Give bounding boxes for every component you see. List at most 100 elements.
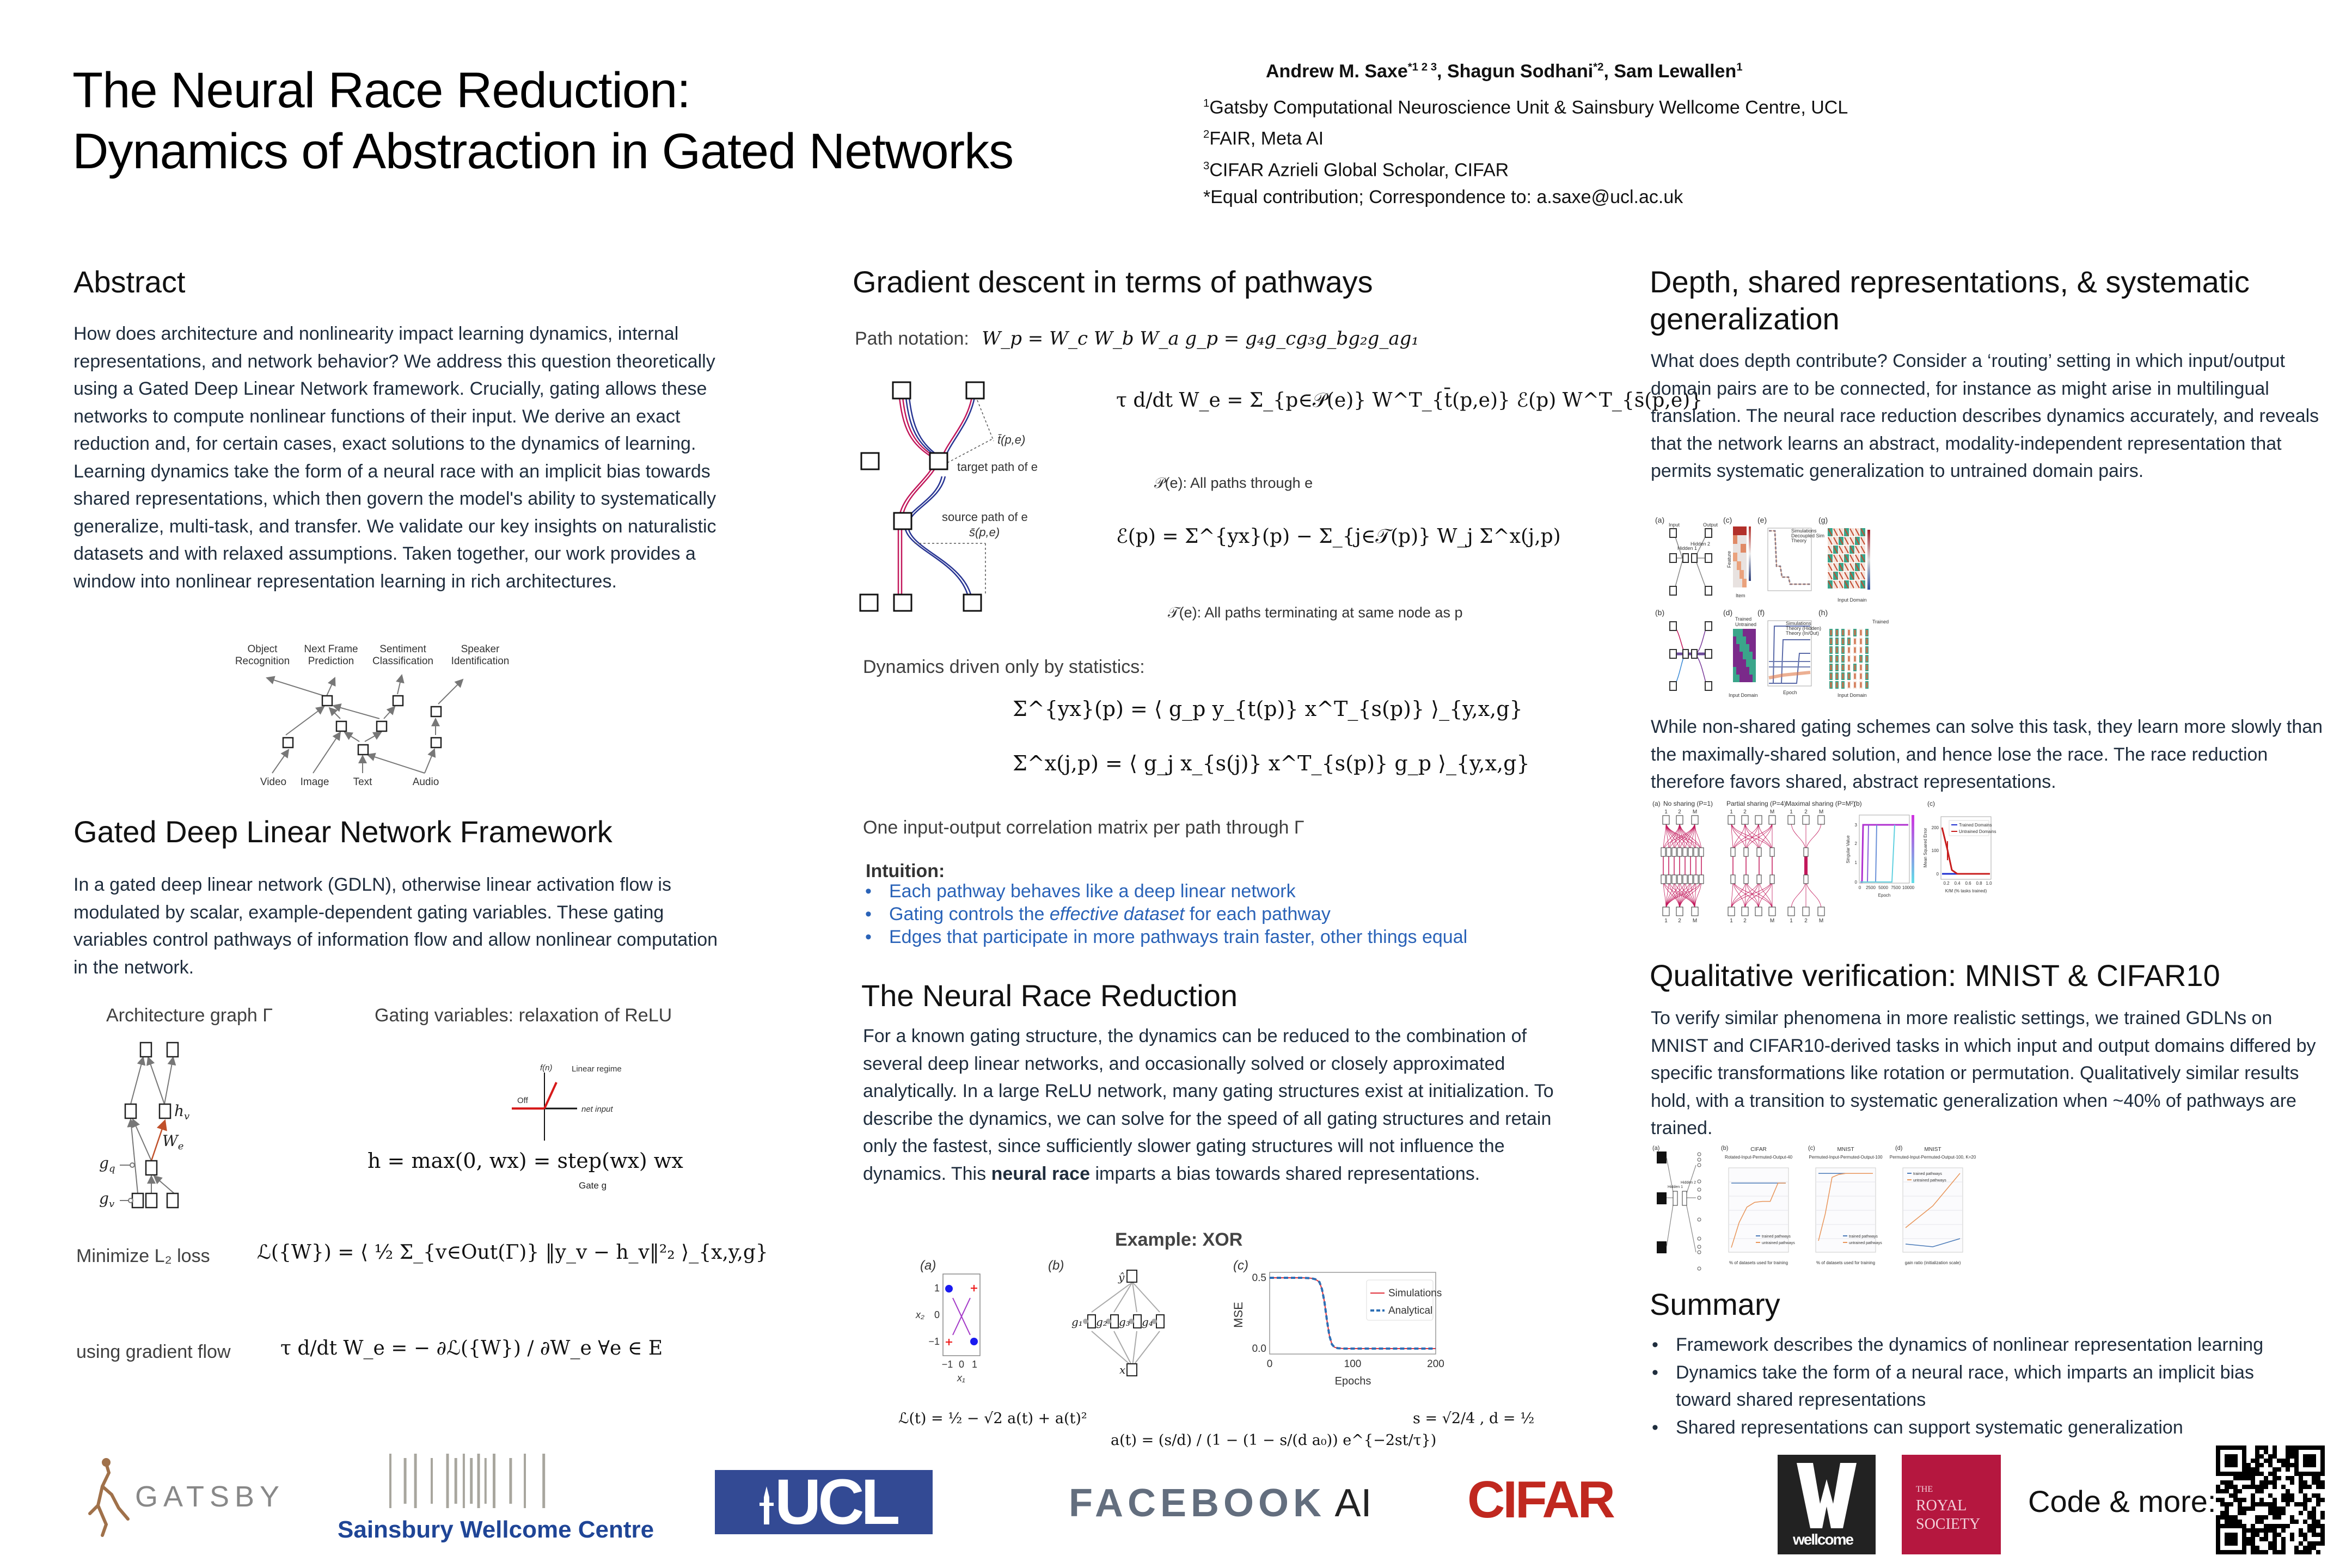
y-axis-label: Mean Squared Error [1923, 828, 1928, 867]
x-tick: 0 [959, 1359, 964, 1370]
matrix-cell [1746, 652, 1749, 659]
matrix-cell [1733, 667, 1736, 675]
matrix-cell [1743, 659, 1746, 667]
matrix-cell [1753, 675, 1756, 682]
network-node [1662, 815, 1670, 825]
x-tick: 0.6 [1965, 881, 1971, 886]
summary-list: Framework describes the dynamics of nonl… [1650, 1331, 2303, 1441]
matrix-cell [1749, 675, 1753, 682]
matrix-cell [1753, 652, 1756, 659]
matrix-cell [1736, 659, 1739, 667]
poster-title: The Neural Race Reduction: Dynamics of A… [72, 60, 1014, 182]
matrix-cell [1746, 629, 1749, 636]
input-label: Video [260, 776, 286, 788]
y-axis-label: x₂ [915, 1309, 924, 1320]
legend-item: Simulations [1786, 621, 1811, 626]
title-line-1: The Neural Race Reduction: [72, 63, 691, 118]
summary-heading: Summary [1650, 1287, 1780, 1321]
graph-node [430, 706, 442, 718]
matrix-cell [1743, 652, 1746, 659]
sharing-title: Partial sharing (P=4) [1726, 800, 1786, 807]
matrix-cell [1743, 636, 1746, 644]
y-tick: 100 [1932, 848, 1939, 853]
x-tick: 0 [1267, 1358, 1273, 1370]
royal-society-logo: THE ROYAL SOCIETY [1902, 1455, 2001, 1554]
network-node [1743, 874, 1749, 884]
network-node [1699, 847, 1704, 857]
author-mark: 1 [1736, 61, 1743, 74]
network-node [1682, 847, 1688, 857]
panel-label: (d) [1895, 1145, 1902, 1152]
gate-label: g₃ [1119, 1315, 1130, 1328]
network-node [1661, 847, 1666, 857]
title-line-2: Dynamics of Abstraction in Gated Network… [72, 124, 1014, 179]
trained-label: Trained [1735, 616, 1751, 622]
matrix-cell [1739, 629, 1743, 636]
correlation-matrix-note: One input-output correlation matrix per … [863, 817, 1304, 838]
network-node [1728, 906, 1735, 916]
y-tick: 0.5 [1252, 1272, 1266, 1284]
input-label: Text [353, 776, 373, 788]
network-node [1730, 847, 1736, 857]
gating-variables-label: Gating variables: relaxation of ReLU [375, 1005, 672, 1026]
network-node [1787, 815, 1795, 825]
panel-subtitle: Permuted-Input-Permuted-Output-100, K=20 [1890, 1155, 1976, 1160]
network-node [1769, 847, 1775, 857]
matrix-cell [1733, 659, 1736, 667]
legend-item: Theory (Hidden) [1786, 626, 1821, 631]
graph-node [376, 720, 388, 732]
graph-node [335, 720, 347, 732]
all-paths-note: 𝒫(e): All paths through e [1154, 475, 1313, 491]
network-node [1803, 847, 1809, 857]
legend-trained: trained pathways [1849, 1235, 1878, 1239]
matrix-cell [1733, 629, 1736, 636]
summary-item: Dynamics take the form of a neural race,… [1650, 1359, 2303, 1414]
legend-trained: trained pathways [1762, 1235, 1791, 1239]
x-tick: 2500 [1866, 885, 1876, 890]
author-name: Andrew M. Saxe [1266, 61, 1408, 82]
off-label: Off [517, 1096, 529, 1105]
panel-label: (a) [1655, 516, 1664, 524]
node-label: M [1819, 918, 1823, 924]
legend-untrained: untrained pathways [1913, 1179, 1946, 1183]
network-node [1741, 815, 1749, 825]
qr-code[interactable] [2216, 1445, 2325, 1554]
node-label: 1 [1664, 918, 1668, 924]
panel-title: MNIST [1837, 1147, 1854, 1153]
legend-item: Decoupled Sim [1791, 533, 1824, 538]
author-list: Andrew M. Saxe*1 2 3, Shagun Sodhani*2, … [1266, 61, 1743, 82]
network-node [1691, 815, 1699, 825]
network-node [1691, 906, 1699, 916]
x-tick: 1.0 [1986, 881, 1992, 886]
x-tick: 7500 [1891, 885, 1901, 890]
intuition-item: Edges that participate in more pathways … [863, 926, 1467, 948]
we-label: We [162, 1132, 183, 1152]
panel-label: (c) [1723, 516, 1732, 524]
matrix-cell [1753, 636, 1756, 644]
logo-bar [509, 1458, 512, 1504]
y-tick: 1 [934, 1283, 940, 1294]
matrix-cell [1749, 636, 1753, 644]
xor-scatter: (a) 1 0 −1 −1 0 1 x₁ x₂ [915, 1258, 981, 1383]
network-node [1671, 874, 1677, 884]
panel-label: (b) [1854, 800, 1862, 807]
depth-text-2: While non-shared gating schemes can solv… [1651, 716, 2323, 792]
t-bar-label: t̄(p,e) [997, 433, 1025, 446]
affiliation: 3CIFAR Azrieli Global Scholar, CIFAR [1203, 152, 1848, 183]
mnist-text: To verify similar phenomena in more real… [1651, 1008, 2316, 1138]
panel-label: (c) [1927, 800, 1935, 807]
panel-label: (a) [1652, 1145, 1659, 1152]
x-tick: 100 [1344, 1358, 1362, 1370]
network-node [1756, 847, 1762, 857]
matrix-cell [1749, 659, 1753, 667]
logo-bar [431, 1458, 433, 1504]
logo-bar [389, 1454, 391, 1508]
panel-label: (c) [1808, 1145, 1815, 1152]
gv-label: gv [99, 1190, 114, 1210]
gate-label: g₂ [1096, 1315, 1107, 1328]
panel-label: (h) [1818, 608, 1828, 617]
untrained-line [1731, 1183, 1786, 1248]
matrix-cell [1753, 659, 1756, 667]
abstract-heading: Abstract [74, 265, 186, 299]
network-node [1817, 906, 1825, 916]
